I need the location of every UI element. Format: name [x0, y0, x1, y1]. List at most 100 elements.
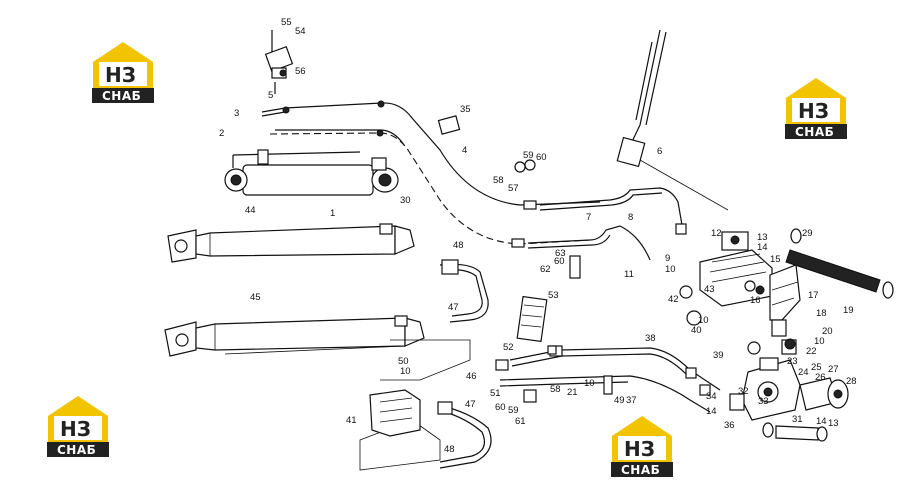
part-63: [569, 255, 581, 279]
callout-58b: 58: [550, 384, 561, 395]
logo-word: СНАБ: [102, 89, 141, 103]
callout-51: 51: [490, 388, 501, 399]
callout-55: 55: [281, 17, 292, 28]
cylinder-45: [164, 315, 425, 357]
callout-47b: 47: [465, 399, 476, 410]
callout-9: 9: [665, 253, 670, 264]
callout-35: 35: [460, 104, 471, 115]
logo-bottom-center: НЗ СНАБ: [611, 416, 673, 477]
manifold-41: [359, 339, 471, 471]
tubes-7-8: [527, 187, 687, 261]
callout-13a: 13: [757, 232, 768, 243]
callout-53: 53: [548, 290, 559, 301]
callout-10d: 10: [584, 378, 595, 389]
logo-top-left: НЗ СНАБ: [92, 42, 154, 103]
callout-25: 25: [811, 362, 822, 373]
callout-1: 1: [330, 208, 335, 219]
logo-word: СНАБ: [795, 125, 834, 139]
callout-45: 45: [250, 292, 261, 303]
callout-21: 21: [567, 387, 578, 398]
callout-60c: 60: [495, 402, 506, 413]
lower-hoses: [437, 259, 492, 469]
callout-59b: 59: [508, 405, 519, 416]
callout-42: 42: [668, 294, 679, 305]
callout-39: 39: [713, 350, 724, 361]
callout-10c: 10: [814, 336, 825, 347]
top-bracket-assembly: [264, 30, 294, 94]
callout-18: 18: [816, 308, 827, 319]
callout-52: 52: [503, 342, 514, 353]
callout-20: 20: [822, 326, 833, 337]
callout-54: 54: [295, 26, 306, 37]
logo-monogram: НЗ: [798, 99, 829, 123]
callout-2: 2: [219, 128, 224, 139]
part-39: [747, 341, 761, 355]
callout-10a: 10: [665, 264, 676, 275]
callout-14a: 14: [757, 242, 768, 253]
callout-56: 56: [295, 66, 306, 77]
callout-32: 32: [738, 386, 749, 397]
part-22: [784, 338, 796, 350]
bracket-49: [603, 375, 613, 395]
callout-34: 34: [706, 391, 717, 402]
callout-23: 23: [787, 356, 798, 367]
callout-13b: 13: [828, 418, 839, 429]
callout-22: 22: [806, 346, 817, 357]
callout-24: 24: [798, 367, 809, 378]
callout-43: 43: [704, 284, 715, 295]
logo-monogram: НЗ: [60, 417, 91, 441]
callout-63: 63: [555, 248, 566, 259]
callout-17: 17: [808, 290, 819, 301]
callout-58a: 58: [493, 175, 504, 186]
bracket-17: [769, 264, 801, 337]
callout-49: 49: [614, 395, 625, 406]
callout-12: 12: [711, 228, 722, 239]
callout-29: 29: [802, 228, 813, 239]
callout-44: 44: [245, 205, 256, 216]
callout-16: 16: [750, 295, 761, 306]
callout-14b: 14: [706, 406, 717, 417]
callout-40: 40: [691, 325, 702, 336]
callout-36: 36: [724, 420, 735, 431]
callout-4: 4: [462, 145, 467, 156]
part-35: [437, 115, 461, 135]
logo-word: СНАБ: [57, 443, 96, 457]
callout-41: 41: [346, 415, 357, 426]
callout-8: 8: [628, 212, 633, 223]
hose-31: [762, 422, 828, 442]
callout-30: 30: [400, 195, 411, 206]
logo-bottom-left: НЗ СНАБ: [47, 396, 109, 457]
callout-61: 61: [515, 416, 526, 427]
callout-10b: 10: [698, 315, 709, 326]
cylinder-44: [167, 223, 415, 263]
callout-labels: 55 54 56 5 3 2 35 4 59 60 58 57 6 8 7 30…: [219, 17, 857, 455]
callout-37: 37: [626, 395, 637, 406]
callout-48a: 48: [453, 240, 464, 251]
callout-10e: 10: [400, 366, 411, 377]
part-42: [679, 285, 693, 299]
callout-15: 15: [770, 254, 781, 265]
callout-38: 38: [645, 333, 656, 344]
logo-word: СНАБ: [621, 463, 660, 477]
callout-59a: 59: [523, 150, 534, 161]
logo-top-right: НЗ СНАБ: [785, 78, 847, 139]
callout-57: 57: [508, 183, 519, 194]
clamp-block-53: [516, 295, 548, 343]
callout-46: 46: [466, 371, 477, 382]
callout-31: 31: [792, 414, 803, 425]
logo-monogram: НЗ: [105, 63, 136, 87]
control-lever-6: [616, 29, 729, 211]
callout-62: 62: [540, 264, 551, 275]
logo-monogram: НЗ: [624, 437, 655, 461]
callout-19: 19: [843, 305, 854, 316]
hydraulic-lines-upper: [261, 100, 601, 248]
callout-28: 28: [846, 376, 857, 387]
callout-26: 26: [815, 372, 826, 383]
callout-33: 33: [758, 396, 769, 407]
callout-3: 3: [234, 108, 239, 119]
callout-47a: 47: [448, 302, 459, 313]
part-33: [729, 393, 745, 411]
callout-7: 7: [586, 212, 591, 223]
